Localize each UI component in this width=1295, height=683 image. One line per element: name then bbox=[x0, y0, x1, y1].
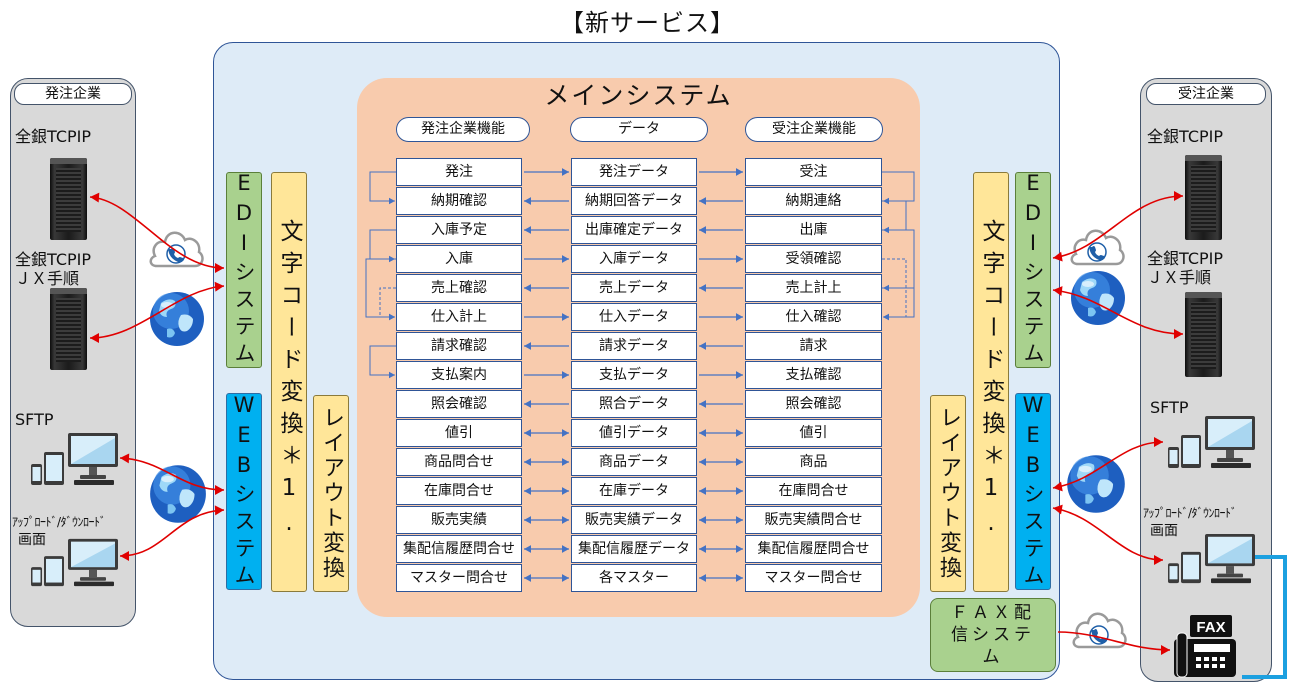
server-icon bbox=[50, 158, 87, 240]
computer-devices-icon bbox=[28, 432, 120, 487]
function-box-seller: 請求 bbox=[745, 332, 882, 360]
function-box-buyer: 仕入計上 bbox=[396, 303, 522, 331]
function-box-data: 納期回答データ bbox=[571, 187, 697, 215]
function-box-data: 支払データ bbox=[571, 361, 697, 389]
function-box-buyer: 入庫予定 bbox=[396, 216, 522, 244]
main-system-title: メインシステム bbox=[544, 81, 733, 110]
seller-functions-header: 受注企業機能 bbox=[745, 117, 883, 142]
fax-delivery-system-label: ＦＡＸ配信システム bbox=[951, 603, 1035, 667]
seller-upload-label: ｱｯﾌﾟﾛｰﾄﾞ/ﾀﾞｳﾝﾛｰﾄﾞ bbox=[1143, 506, 1237, 520]
buyer-char-code-conversion: 文字コード変換＊1. bbox=[271, 172, 307, 592]
globe-icon bbox=[1064, 452, 1128, 516]
globe-icon bbox=[147, 289, 207, 349]
computer-devices-icon bbox=[1165, 533, 1257, 585]
function-box-buyer: 入庫 bbox=[396, 245, 522, 273]
function-box-data: 請求データ bbox=[571, 332, 697, 360]
buyer-zengin-jx-label: 全銀TCPIP bbox=[15, 250, 92, 269]
cloud-phone-icon bbox=[1066, 224, 1128, 268]
function-box-data: 照合データ bbox=[571, 390, 697, 418]
function-box-data: 仕入データ bbox=[571, 303, 697, 331]
buyer-layout-label: レイアウト変換 bbox=[319, 406, 344, 581]
seller-jx-label: ＪＸ手順 bbox=[1147, 268, 1212, 287]
function-box-seller: 受領確認 bbox=[745, 245, 882, 273]
buyer-char-code-label: 文字コード変換＊1. bbox=[276, 219, 302, 545]
server-icon bbox=[1185, 292, 1222, 377]
function-box-seller: 売上計上 bbox=[745, 274, 882, 302]
function-box-data: 在庫データ bbox=[571, 477, 697, 505]
function-box-buyer: 値引 bbox=[396, 419, 522, 447]
buyer-sftp-label: SFTP bbox=[15, 410, 54, 429]
fax-delivery-system: ＦＡＸ配信システム bbox=[930, 598, 1056, 672]
function-box-seller: 受注 bbox=[745, 158, 882, 186]
function-box-data: 出庫確定データ bbox=[571, 216, 697, 244]
function-box-buyer: 発注 bbox=[396, 158, 522, 186]
globe-icon bbox=[1068, 268, 1128, 328]
seller-zengin-jx-label: 全銀TCPIP bbox=[1147, 249, 1224, 268]
cloud-phone-icon bbox=[145, 226, 207, 270]
server-icon bbox=[1185, 155, 1222, 240]
globe-icon bbox=[147, 462, 209, 526]
fax-machine-icon: FAX bbox=[1172, 613, 1238, 679]
function-box-seller: 値引 bbox=[745, 419, 882, 447]
function-box-data: 集配信履歴データ bbox=[571, 535, 697, 563]
seller-zengin-label: 全銀TCPIP bbox=[1147, 127, 1224, 146]
seller-company-label: 受注企業 bbox=[1146, 83, 1266, 105]
buyer-zengin-label: 全銀TCPIP bbox=[15, 127, 92, 146]
function-box-seller: 支払確認 bbox=[745, 361, 882, 389]
seller-web-system-label: WEBシステム bbox=[1021, 392, 1045, 591]
function-box-buyer: 集配信履歴問合せ bbox=[396, 535, 522, 563]
buyer-company-label: 発注企業 bbox=[14, 83, 132, 105]
function-box-data: 発注データ bbox=[571, 158, 697, 186]
computer-devices-icon bbox=[1165, 415, 1257, 470]
function-box-buyer: 支払案内 bbox=[396, 361, 522, 389]
seller-web-system: WEBシステム bbox=[1015, 392, 1051, 591]
server-icon bbox=[50, 288, 87, 370]
seller-sftp-label: SFTP bbox=[1150, 398, 1189, 417]
function-box-data: 値引データ bbox=[571, 419, 697, 447]
function-box-buyer: マスター問合せ bbox=[396, 564, 522, 592]
buyer-screen-label: 画面 bbox=[18, 532, 46, 548]
buyer-web-system: WEBシステム bbox=[226, 392, 262, 591]
function-box-seller: 出庫 bbox=[745, 216, 882, 244]
seller-layout-conversion: レイアウト変換 bbox=[930, 395, 966, 592]
diagram-title: 【新サービス】 bbox=[560, 9, 735, 37]
buyer-edi-system: EDIシステム bbox=[226, 171, 262, 369]
fax-icon-label: FAX bbox=[1196, 619, 1225, 636]
seller-edi-system: EDIシステム bbox=[1015, 171, 1051, 369]
function-box-seller: 照会確認 bbox=[745, 390, 882, 418]
computer-devices-icon bbox=[28, 538, 120, 588]
seller-edi-system-label: EDIシステム bbox=[1021, 171, 1045, 369]
function-box-buyer: 商品問合せ bbox=[396, 448, 522, 476]
seller-char-code-label: 文字コード変換＊1. bbox=[978, 219, 1004, 545]
function-box-data: 販売実績データ bbox=[571, 506, 697, 534]
function-box-buyer: 照会確認 bbox=[396, 390, 522, 418]
function-box-buyer: 販売実績 bbox=[396, 506, 522, 534]
buyer-web-system-label: WEBシステム bbox=[232, 392, 256, 591]
buyer-layout-conversion: レイアウト変換 bbox=[313, 395, 349, 592]
data-header: データ bbox=[570, 117, 708, 142]
function-box-data: 売上データ bbox=[571, 274, 697, 302]
buyer-functions-header: 発注企業機能 bbox=[396, 117, 530, 142]
function-box-data: 入庫データ bbox=[571, 245, 697, 273]
buyer-jx-label: ＪＸ手順 bbox=[15, 269, 80, 288]
cloud-phone-icon bbox=[1068, 607, 1130, 651]
function-box-buyer: 納期確認 bbox=[396, 187, 522, 215]
function-box-seller: 集配信履歴問合せ bbox=[745, 535, 882, 563]
function-box-seller: マスター問合せ bbox=[745, 564, 882, 592]
seller-layout-label: レイアウト変換 bbox=[936, 406, 961, 581]
function-box-seller: 販売実績問合せ bbox=[745, 506, 882, 534]
buyer-edi-system-label: EDIシステム bbox=[232, 171, 256, 369]
seller-char-code-conversion: 文字コード変換＊1. bbox=[973, 172, 1009, 592]
function-box-buyer: 売上確認 bbox=[396, 274, 522, 302]
function-box-seller: 在庫問合せ bbox=[745, 477, 882, 505]
buyer-upload-label: ｱｯﾌﾟﾛｰﾄﾞ/ﾀﾞｳﾝﾛｰﾄﾞ bbox=[12, 515, 106, 529]
function-box-seller: 商品 bbox=[745, 448, 882, 476]
function-box-buyer: 在庫問合せ bbox=[396, 477, 522, 505]
function-box-data: 各マスター bbox=[571, 564, 697, 592]
function-box-buyer: 請求確認 bbox=[396, 332, 522, 360]
function-box-data: 商品データ bbox=[571, 448, 697, 476]
function-box-seller: 仕入確認 bbox=[745, 303, 882, 331]
function-box-seller: 納期連絡 bbox=[745, 187, 882, 215]
